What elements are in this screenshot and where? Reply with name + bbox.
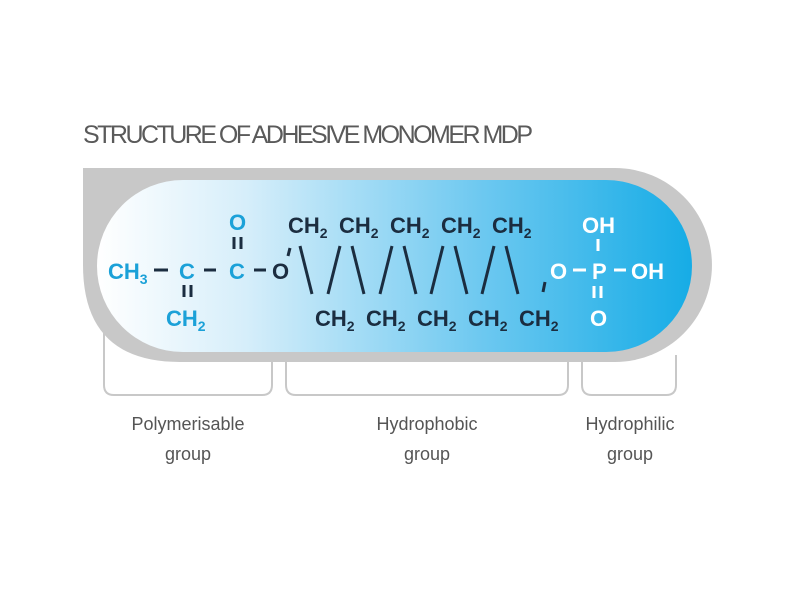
svg-text:CH3: CH3 [108, 259, 148, 287]
svg-text:CH2: CH2 [492, 213, 532, 241]
label-polymerisable-group: group [165, 444, 211, 464]
phosphate-group: O P OH OH O [550, 213, 664, 331]
alkyl-chain: CH2 CH2 CH2 CH2 CH2 CH2 CH2 CH2 CH2 CH2 [286, 213, 559, 334]
svg-text:O: O [272, 259, 289, 284]
svg-text:CH2: CH2 [288, 213, 328, 241]
svg-text:CH2: CH2 [315, 306, 355, 334]
svg-text:CH2: CH2 [390, 213, 430, 241]
svg-text:CH2: CH2 [366, 306, 406, 334]
bracket-hydrophobic [285, 360, 569, 396]
svg-text:CH2: CH2 [468, 306, 508, 334]
svg-text:OH: OH [582, 213, 615, 238]
svg-text:OH: OH [631, 259, 664, 284]
svg-text:O: O [550, 259, 567, 284]
svg-text:C: C [229, 259, 245, 284]
label-polymerisable: Polymerisable [131, 414, 244, 434]
label-hydrophilic: Hydrophilic [585, 414, 674, 434]
label-hydrophobic: Hydrophobic [376, 414, 477, 434]
svg-text:CH2: CH2 [519, 306, 559, 334]
svg-text:CH2: CH2 [166, 306, 206, 334]
methacrylate-group: CH3 C C O O CH2 [108, 210, 289, 334]
label-hydrophobic-group: group [404, 444, 450, 464]
group-brackets [103, 330, 677, 396]
svg-text:CH2: CH2 [417, 306, 457, 334]
svg-text:O: O [229, 210, 246, 235]
bracket-polymerisable [103, 330, 273, 396]
svg-text:CH2: CH2 [441, 213, 481, 241]
svg-text:O: O [590, 306, 607, 331]
molecule-capsule [97, 180, 692, 352]
svg-text:CH2: CH2 [339, 213, 379, 241]
diagram-title: STRUCTURE OF ADHESIVE MONOMER MDP [83, 121, 533, 149]
svg-text:P: P [592, 259, 607, 284]
zigzag-bonds [286, 245, 547, 295]
label-hydrophilic-group: group [607, 444, 653, 464]
bracket-hydrophilic [581, 355, 677, 396]
svg-text:C: C [179, 259, 195, 284]
